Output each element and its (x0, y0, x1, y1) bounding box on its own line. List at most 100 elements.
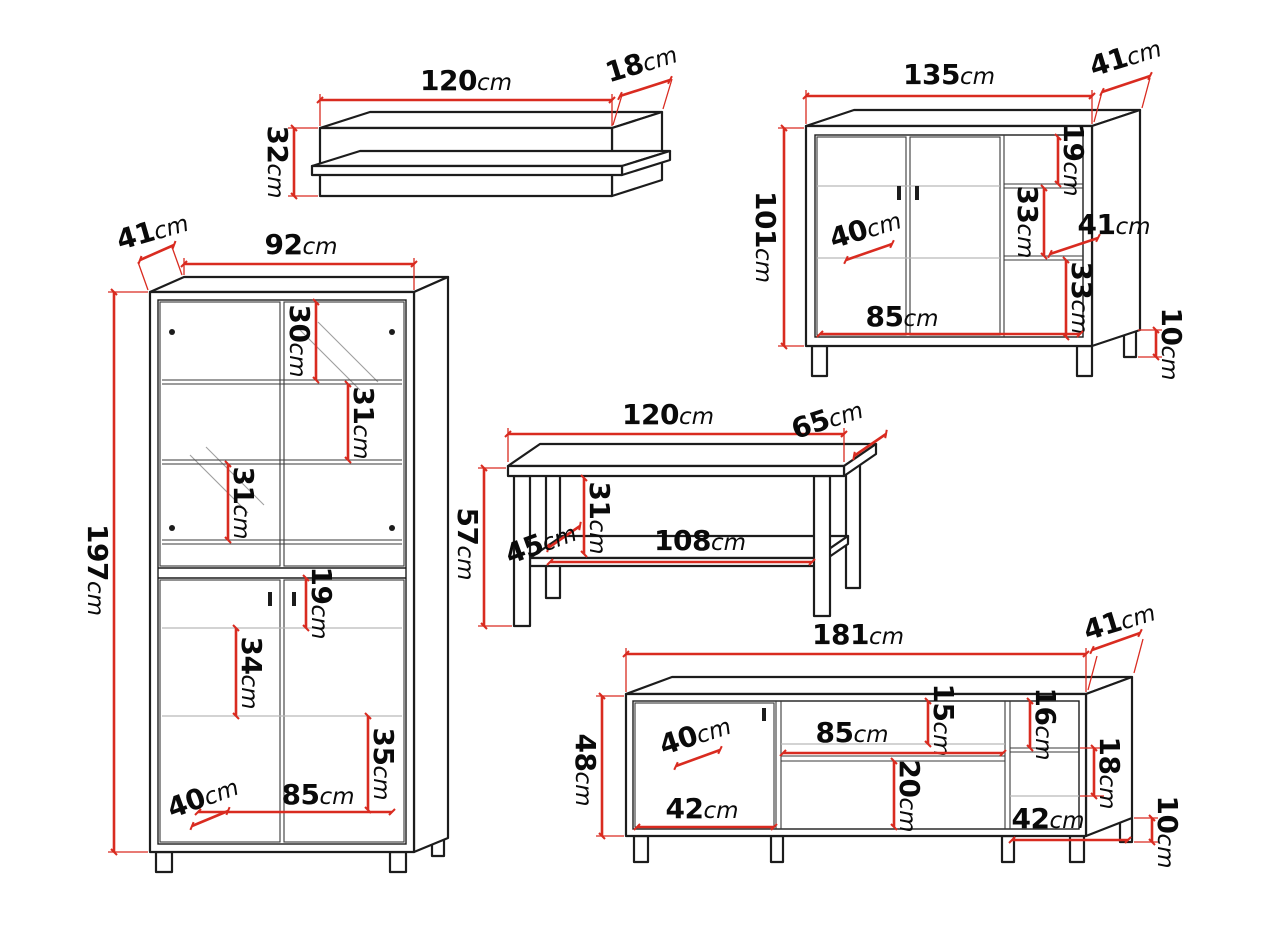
dim-value: 33 (1065, 261, 1098, 299)
dim-unit: cm (679, 404, 714, 430)
dim-unit: cm (1124, 36, 1165, 71)
dim-value: 197 (81, 524, 114, 581)
dim-unit: cm (960, 64, 995, 90)
tv-stand-left-inner-width-label: 42cm (665, 792, 738, 825)
hinge-dot (169, 329, 175, 335)
dim-value: 42 (1011, 802, 1049, 835)
dim-unit: cm (1094, 774, 1120, 809)
sideboard-height-label: 101cm (749, 191, 782, 283)
sideboard-width-label: 135cm (903, 58, 995, 91)
cabinet-leg (388, 850, 408, 874)
sideboard-inner-width-label: 85cm (865, 300, 938, 333)
dim-unit: cm (306, 604, 332, 639)
table-depth-label: 65cm (787, 392, 867, 446)
door-handle (292, 592, 296, 606)
shelf-width-label: 120cm (420, 64, 512, 97)
dim-unit: cm (1156, 345, 1182, 380)
dim-unit: cm (853, 722, 888, 748)
table-width-label: 120cm (622, 398, 714, 431)
dim-value: 42 (665, 792, 703, 825)
dim-value: 92 (264, 228, 302, 261)
dim-unit: cm (928, 721, 954, 756)
door-handle (915, 186, 919, 200)
tv-stand-right-top-gap-label: 16cm (1029, 687, 1062, 760)
lower-door-left (159, 579, 281, 843)
dim-value: 108 (654, 524, 711, 557)
dim-unit: cm (284, 342, 310, 377)
sideboard-top-gap-label: 19cm (1057, 123, 1090, 196)
shelf-height-label: 32cm (261, 125, 294, 198)
sideboard-leg (810, 344, 829, 378)
dim-unit: cm (151, 211, 192, 246)
dim-value: 19 (305, 566, 338, 604)
tv-stand-leg-height-label: 10cm (1151, 795, 1184, 868)
dim-value: 181 (812, 618, 869, 651)
dim-value: 101 (749, 191, 782, 248)
sideboard-lower-gap-label: 33cm (1065, 261, 1098, 334)
dim-unit: cm (703, 798, 738, 824)
tv-stand-right-inner-width-label: 42cm (1011, 802, 1084, 835)
dim-value: 30 (283, 304, 316, 342)
cabinet-lower-bottom-gap-label: 35cm (367, 727, 400, 800)
dim-value: 85 (281, 778, 319, 811)
sideboard-upper-gap-label: 33cm (1011, 185, 1044, 258)
dim-unit: cm (302, 234, 337, 260)
dim-unit: cm (1118, 600, 1159, 635)
dim-unit: cm (348, 424, 374, 459)
dim-unit: cm (228, 504, 254, 539)
dim-value: 85 (865, 300, 903, 333)
dim-value: 48 (569, 733, 602, 771)
dim-value: 120 (622, 398, 679, 431)
dim-unit: cm (903, 306, 938, 332)
dim-value: 19 (1057, 123, 1090, 161)
sideboard-leg (1075, 344, 1094, 378)
lower-door-right (283, 579, 405, 843)
dim-unit: cm (262, 163, 288, 198)
tv-stand-leg (632, 834, 650, 864)
dim-unit: cm (869, 624, 904, 650)
hinge-dot (389, 525, 395, 531)
dim-unit: cm (82, 581, 108, 616)
tv-stand-bottom-gap-label: 20cm (893, 759, 926, 832)
tv-stand-height-label: 48cm (569, 733, 602, 806)
dim-value: 33 (1011, 185, 1044, 223)
dim-value: 20 (893, 759, 926, 797)
dim-unit: cm (452, 545, 478, 580)
dim-value: 10 (1155, 307, 1188, 345)
dim-value: 10 (1151, 795, 1184, 833)
tv-stand-shelf-width-label: 85cm (815, 716, 888, 749)
dim-unit: cm (640, 42, 681, 77)
dim-unit: cm (1012, 223, 1038, 258)
coffee-table: 120cm 65cm 57cm 31cm 45cm 108cm (451, 392, 888, 630)
cabinet-depth-label: 41cm (113, 205, 192, 257)
dim-value: 57 (451, 507, 484, 545)
table-shelf-clearance-label: 31cm (583, 481, 616, 554)
dim-unit: cm (570, 771, 596, 806)
cabinet-glass-lower-gap-label: 31cm (227, 466, 260, 539)
dim-unit: cm (1030, 725, 1056, 760)
cabinet-lower-top-gap-label: 19cm (305, 566, 338, 639)
dim-unit: cm (236, 674, 262, 709)
dim-value: 35 (367, 727, 400, 765)
wall-shelf: 120cm 18cm 32cm (261, 42, 681, 200)
sideboard-drawing (804, 108, 1142, 378)
cabinet-width-label: 92cm (264, 228, 337, 261)
glass-door-left (159, 301, 281, 567)
dim-value: 18 (1093, 736, 1126, 774)
dim-value: 15 (927, 683, 960, 721)
tv-stand-dimensions: 181cm 41cm 48cm 40cm 15cm 85cm 20cm 16cm… (569, 600, 1184, 868)
tv-stand-right-middle-gap-label: 18cm (1093, 736, 1126, 809)
dim-unit: cm (750, 248, 776, 283)
cabinet-glass-top-gap-label: 30cm (283, 304, 316, 377)
hinge-dot (389, 329, 395, 335)
dim-value: 32 (261, 125, 294, 163)
sideboard-depth-label: 41cm (1085, 30, 1164, 83)
dim-value: 135 (903, 58, 960, 91)
wall-shelf-dimensions: 120cm 18cm 32cm (261, 42, 681, 200)
door-handle (897, 186, 901, 200)
dim-unit: cm (825, 398, 866, 434)
tv-stand-leg (769, 834, 785, 864)
table-leg-front-right (812, 474, 832, 618)
